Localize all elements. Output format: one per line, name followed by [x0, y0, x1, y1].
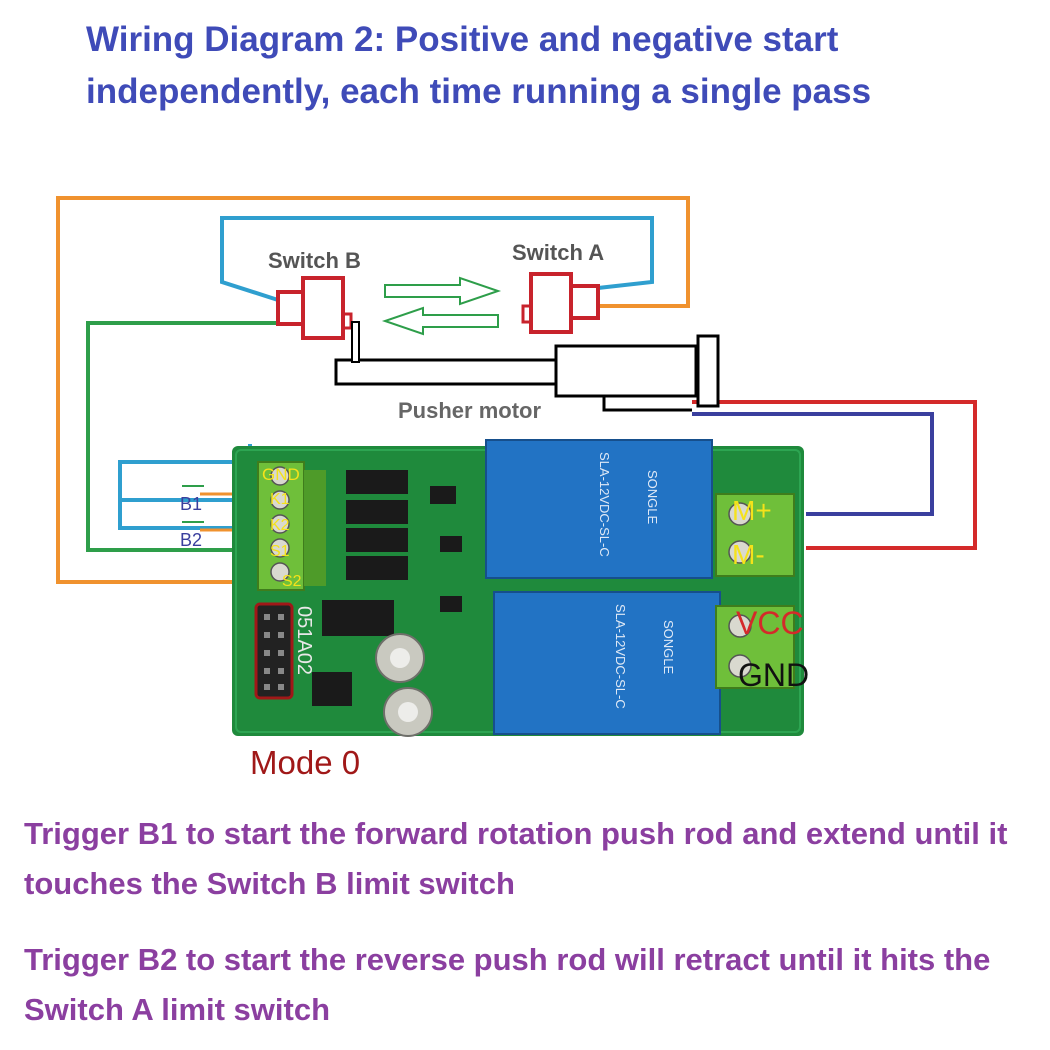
- relay-1: [485, 439, 713, 579]
- wire-red-motor: [692, 400, 977, 550]
- motor-plus-label: M+: [732, 495, 772, 526]
- wire-blue-switch-loop: [220, 216, 654, 302]
- relay-board: [232, 439, 804, 737]
- gnd-label: GND: [738, 657, 809, 693]
- mode-label: Mode 0: [250, 744, 360, 781]
- caption-trigger-b2: Trigger B2 to start the reverse push rod…: [24, 942, 991, 1027]
- vcc-label: VCC: [736, 605, 804, 641]
- terminal-s2-label: S2: [282, 573, 302, 590]
- relay-1-text: SLA-12VDC-SL-C: [597, 452, 612, 557]
- board-model-label: 051A02: [293, 606, 315, 675]
- button-b1-label: B1: [180, 494, 202, 514]
- relay-2-brand: SONGLE: [661, 620, 676, 675]
- pusher-motor-label: Pusher motor: [398, 398, 541, 423]
- terminal-gnd-label: GND: [262, 465, 300, 484]
- direction-arrow-right: [384, 276, 502, 306]
- pusher-motor: [334, 321, 720, 412]
- switch-b: [276, 276, 353, 340]
- power-terminal: [715, 605, 795, 689]
- button-b2-label: B2: [180, 530, 202, 550]
- wire-orange-s2-switch-a: [56, 196, 690, 584]
- switch-b-label: Switch B: [268, 248, 361, 273]
- switch-a: [521, 272, 600, 334]
- wire-navy-motor: [692, 412, 934, 516]
- relay-1-brand: SONGLE: [645, 470, 660, 525]
- caption-trigger-b1: Trigger B1 to start the forward rotation…: [24, 816, 1008, 901]
- direction-arrow-left: [381, 306, 499, 336]
- terminal-k1-label: K1: [270, 491, 290, 508]
- relay-2: [493, 591, 721, 735]
- page-title: Wiring Diagram 2: Positive and negative …: [86, 20, 872, 111]
- relay-2-text: SLA-12VDC-SL-C: [613, 604, 628, 709]
- motor-minus-label: M-: [732, 539, 765, 570]
- motor-terminal: [715, 493, 795, 577]
- terminal-s1-label: S1: [270, 543, 290, 560]
- mode-header-pins: [254, 602, 294, 700]
- wire-green-s1-switch-b: [86, 321, 278, 552]
- terminal-k2-label: K2: [270, 517, 290, 534]
- switch-a-label: Switch A: [512, 240, 604, 265]
